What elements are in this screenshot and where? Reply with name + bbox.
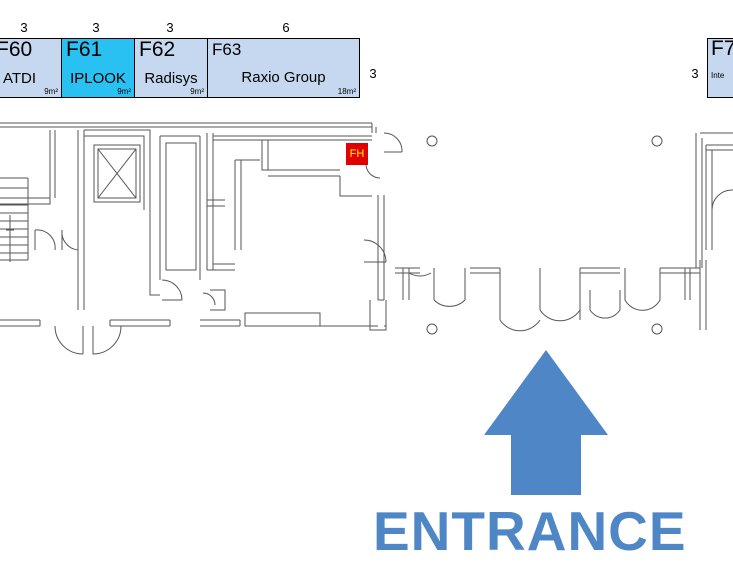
booth-company: Inte (711, 71, 725, 80)
booth-company: ATDI (3, 70, 37, 87)
fire-hydrant-marker: FH (346, 143, 368, 165)
building-outline (0, 122, 387, 331)
booth-code: F61 (66, 38, 103, 61)
booth-width-label-f61: 3 (92, 20, 100, 35)
columns (426, 135, 663, 335)
booth-company: IPLOOK (70, 70, 126, 87)
elevator-shaft (93, 144, 141, 203)
booth-f62[interactable]: F62 Radisys 9m² (134, 38, 208, 98)
booth-f60[interactable]: F60 ATDI 9m² (0, 38, 62, 98)
door-swings (34, 132, 403, 355)
booth-width-label-f60: 3 (20, 20, 28, 35)
booth-area: 18m² (337, 87, 356, 96)
booth-area: 9m² (44, 87, 58, 96)
right-building-walls (695, 132, 733, 330)
booth-depth-label-f7: 3 (691, 66, 699, 81)
entrance-arrow-icon (484, 350, 608, 495)
booth-area: 9m² (190, 87, 204, 96)
booth-width-label-f62: 3 (166, 20, 174, 35)
booth-code: F60 (0, 38, 33, 61)
booth-width-label-f63: 6 (282, 20, 290, 35)
booth-company: Raxio Group (241, 69, 326, 86)
booth-code: F62 (139, 38, 176, 61)
booth-code: F7 (711, 37, 733, 60)
booth-area: 9m² (117, 87, 131, 96)
entrance-label: ENTRANCE (373, 500, 687, 562)
booth-f63[interactable]: F63 Raxio Group 18m² (207, 38, 360, 98)
staircase (0, 177, 29, 262)
booth-company: Radisys (144, 70, 198, 87)
booth-f7[interactable]: F7 Inte (707, 37, 733, 98)
booth-code: F63 (212, 40, 242, 59)
interior-walls (0, 129, 372, 311)
entrance-facade (395, 267, 700, 332)
booth-depth-label-f63: 3 (369, 66, 377, 81)
